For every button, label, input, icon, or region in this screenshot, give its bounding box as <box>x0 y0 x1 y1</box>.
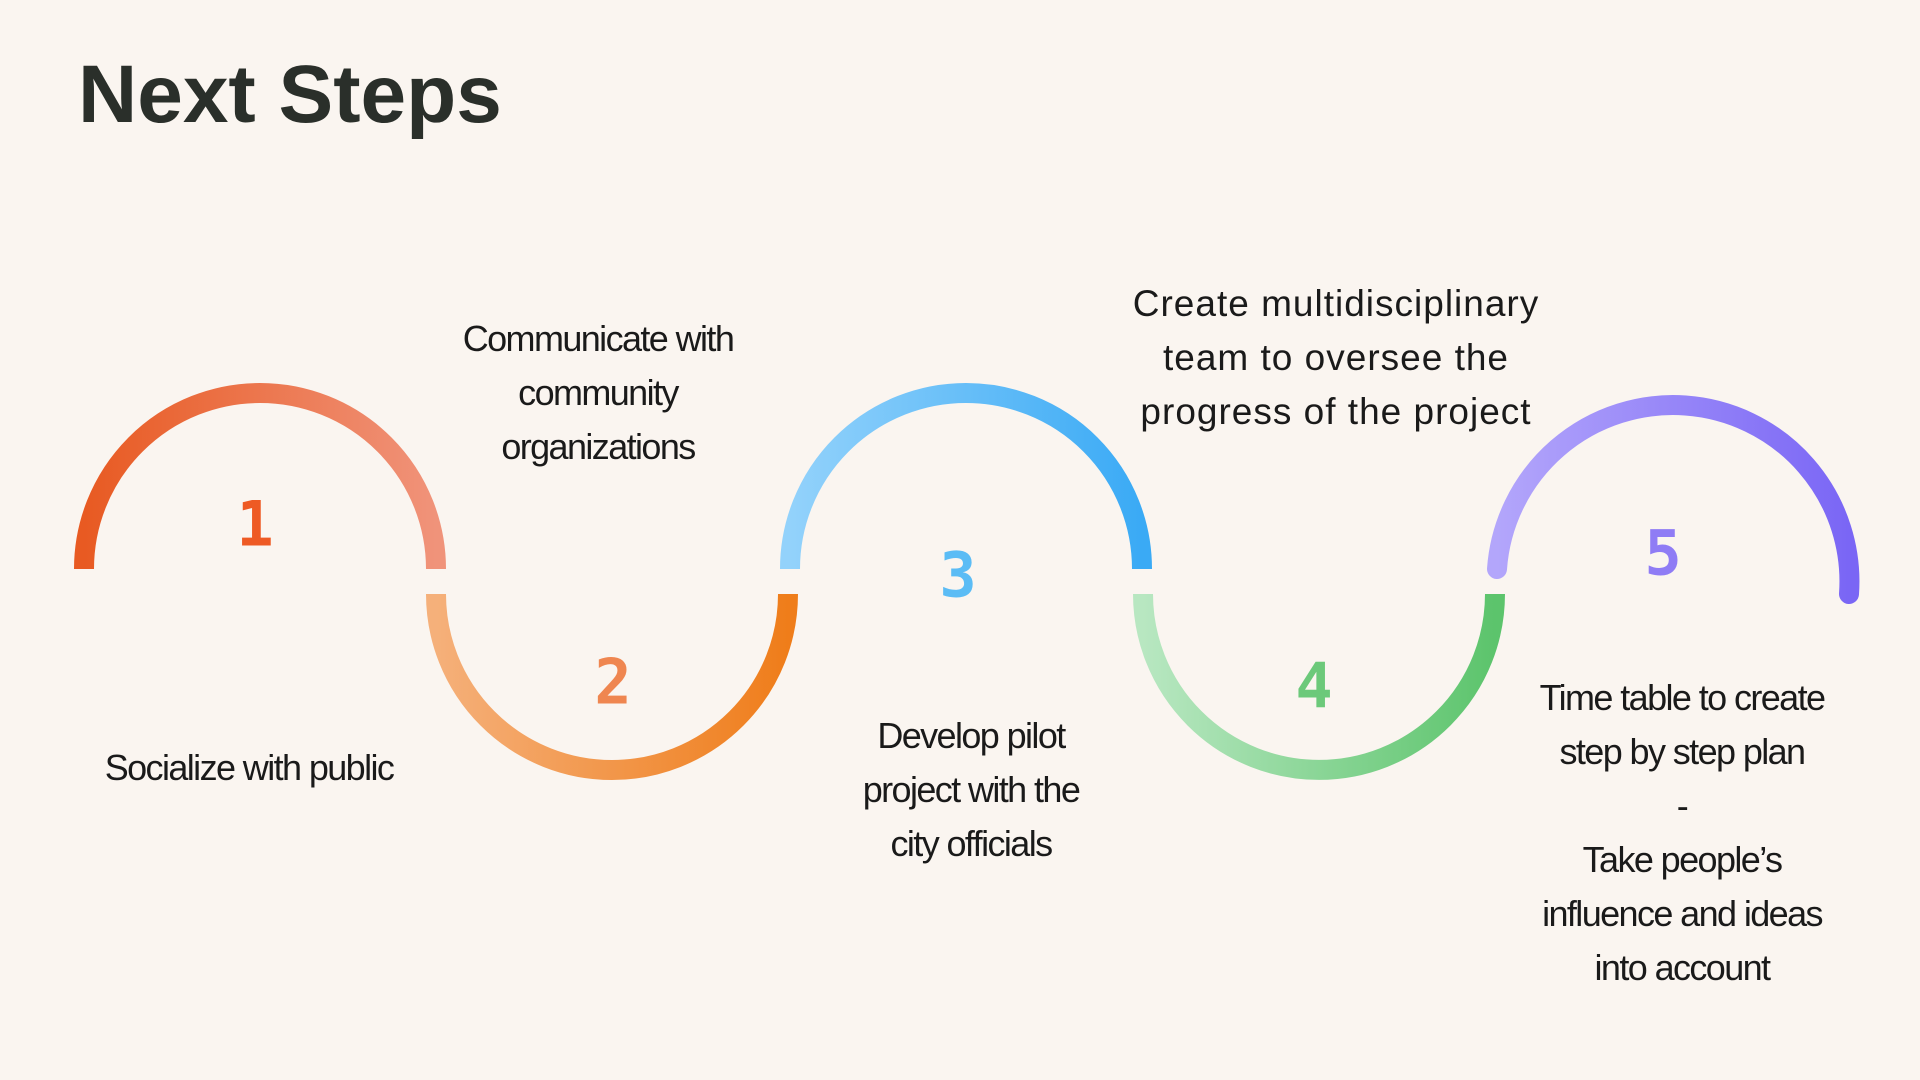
step-3-text: Develop pilot project with the city offi… <box>862 709 1081 871</box>
text-line: Develop pilot <box>877 715 1066 756</box>
step-3-number: 3 <box>939 538 977 612</box>
text-line: Socialize with public <box>104 747 395 788</box>
text-line: organizations <box>501 426 696 467</box>
text-line: Create multidisciplinary <box>1132 283 1540 324</box>
text-line: into account <box>1594 947 1772 988</box>
step-5-arc <box>1487 395 1860 604</box>
step-1-text: Socialize with public <box>104 741 395 795</box>
text-line: - <box>1676 785 1689 826</box>
text-line: community <box>518 372 679 413</box>
step-2-arc <box>426 593 798 780</box>
step-3-arc <box>780 383 1152 570</box>
step-4-number: 4 <box>1295 649 1333 723</box>
text-line: team to oversee the <box>1162 337 1510 378</box>
text-line: Time table to create <box>1539 677 1826 718</box>
step-4-arc <box>1133 593 1505 780</box>
step-1-arc <box>74 383 446 570</box>
text-line: progress of the project <box>1140 391 1532 432</box>
text-line: influence and ideas <box>1542 893 1823 934</box>
text-line: Take people’s <box>1582 839 1783 880</box>
step-5-text: Time table to create step by step plan -… <box>1539 671 1826 995</box>
step-4-text: Create multidisciplinary team to oversee… <box>1133 277 1539 439</box>
page-title: Next Steps <box>78 49 502 140</box>
text-line: city officials <box>890 823 1054 864</box>
step-1-number: 1 <box>236 487 274 561</box>
text-line: project with the <box>862 769 1081 810</box>
step-2-text: Communicate with community organizations <box>462 312 735 474</box>
text-line: step by step plan <box>1559 731 1807 772</box>
text-line: Communicate with <box>462 318 735 359</box>
step-2-number: 2 <box>594 645 632 719</box>
step-5-number: 5 <box>1644 516 1682 590</box>
